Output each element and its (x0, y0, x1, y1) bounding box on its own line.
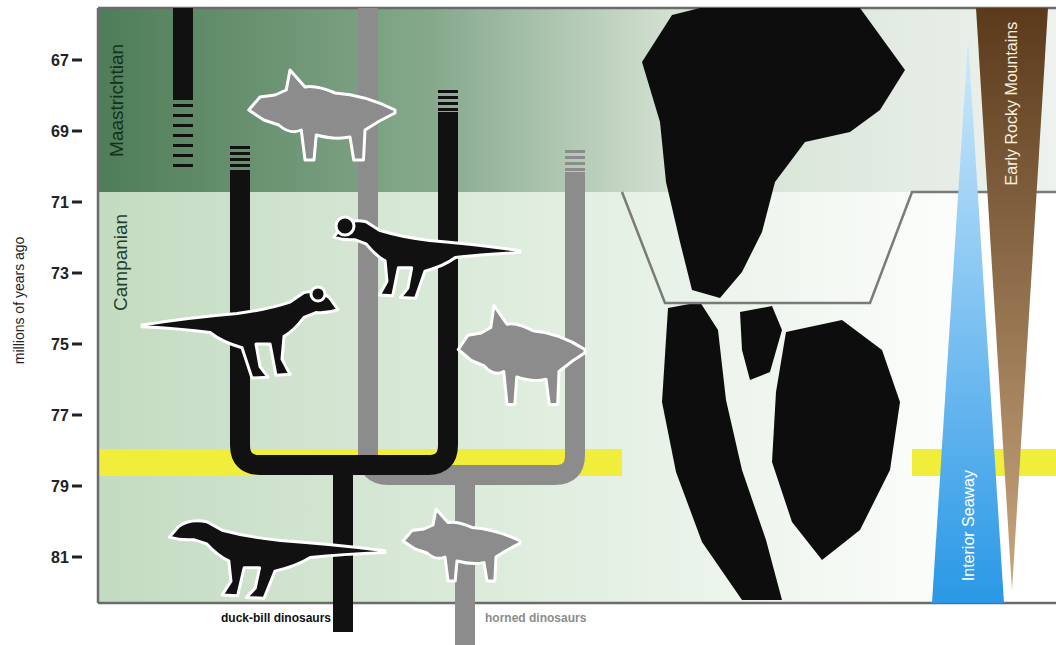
tick-label: 75 (51, 335, 69, 354)
label-anchor: duck-bill dinosaurs (221, 611, 331, 625)
rect-part (438, 102, 458, 105)
tick-label: 71 (51, 193, 69, 212)
rect-part (565, 150, 585, 153)
frame-line (97, 8, 100, 603)
rect-part (230, 158, 250, 161)
band-label: Maastrichtian (106, 43, 129, 156)
line-part (72, 59, 82, 62)
rect-part (438, 90, 458, 93)
rect-part (173, 114, 193, 117)
tick-label: 67 (51, 51, 69, 70)
rect-part (565, 162, 585, 165)
rect-part (230, 164, 250, 167)
line-part (72, 201, 82, 204)
lineage-label: duck-bill dinosaurs (221, 611, 331, 625)
frame-line (98, 7, 1056, 10)
rect-part (173, 164, 193, 167)
path-part (173, 8, 193, 100)
label-anchor: 67 (51, 51, 69, 70)
tick-label: 81 (51, 548, 69, 567)
rect-part (230, 146, 250, 149)
label-anchor: 69 (51, 122, 69, 141)
rect-part (565, 168, 585, 171)
tick-label: 69 (51, 122, 69, 141)
rect-part (173, 154, 193, 157)
tick-marks (72, 60, 82, 557)
label-anchor: 75 (51, 335, 69, 354)
band-label: Early Rocky Mountains (1002, 21, 1021, 185)
hadrosaur-crest (311, 287, 325, 301)
label-anchor: 77 (51, 406, 69, 425)
lineage-label: horned dinosaurs (485, 611, 586, 625)
triangle-fill (976, 8, 1048, 590)
line-part (72, 272, 82, 275)
frame-line (98, 602, 1056, 605)
line-part (72, 556, 82, 559)
rect-part (173, 134, 193, 137)
label-anchor: 81 (51, 548, 69, 567)
hadrosaur-crest (336, 217, 354, 235)
label-anchor: 73 (51, 264, 69, 283)
label-anchor: 79 (51, 477, 69, 496)
mountains-triangle: Early Rocky Mountains (976, 8, 1048, 590)
line-part (72, 130, 82, 133)
line-part (72, 485, 82, 488)
rect-part (438, 108, 458, 111)
tick-label: 77 (51, 406, 69, 425)
axis-title: millions of years ago (11, 236, 28, 364)
rect-part (565, 156, 585, 159)
label-anchor: horned dinosaurs (485, 611, 586, 625)
line-part (72, 414, 82, 417)
line-part (72, 343, 82, 346)
tick-label: 73 (51, 264, 69, 283)
rect-part (173, 104, 193, 107)
rect-part (173, 144, 193, 147)
band-label: Campanian (110, 213, 133, 310)
label-anchor: millions of years ago (0, 292, 84, 309)
rect-part (230, 152, 250, 155)
rect-part (438, 96, 458, 99)
tick-label: 79 (51, 477, 69, 496)
label-anchor: 71 (51, 193, 69, 212)
band-label: Interior Seaway (958, 470, 977, 581)
rect-part (173, 124, 193, 127)
